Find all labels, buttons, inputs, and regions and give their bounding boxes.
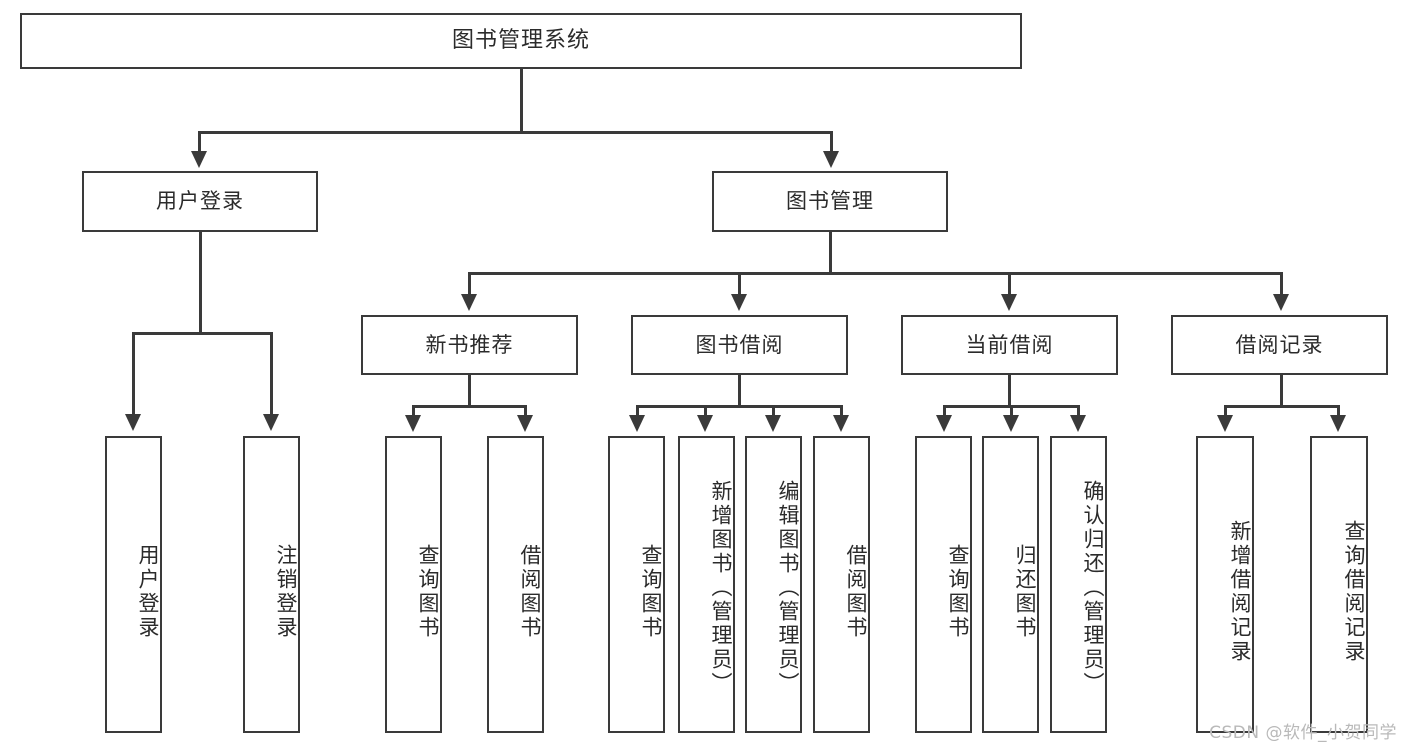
arrowhead-book-borrow-leaf-4 xyxy=(833,415,849,432)
leaf-record-add[interactable]: 新增借阅记录 xyxy=(1196,436,1254,733)
connector-book-borrow-drop-2 xyxy=(704,405,707,417)
connector-level2-bus xyxy=(198,131,832,134)
arrowhead-book-manage xyxy=(823,151,839,168)
leaf-borrow-borrow-book[interactable]: 借阅图书 xyxy=(813,436,870,733)
connector-user-login-drop-2 xyxy=(270,332,273,416)
arrowhead-new-book-leaf-1 xyxy=(405,415,421,432)
arrowhead-current-borrow-leaf-1 xyxy=(936,415,952,432)
arrowhead-book-borrow-leaf-3 xyxy=(765,415,781,432)
arrowhead-book-borrow xyxy=(731,294,747,311)
arrowhead-new-book-leaf-2 xyxy=(517,415,533,432)
connector-current-borrow-drop-1 xyxy=(943,405,946,417)
connector-new-book-stem xyxy=(468,375,471,407)
connector-new-book-drop-1 xyxy=(412,405,415,417)
connector-level2-drop-book-manage xyxy=(830,131,833,153)
leaf-new-book-query[interactable]: 查询图书 xyxy=(385,436,442,733)
connector-new-book-bus xyxy=(412,405,526,408)
leaf-user-login[interactable]: 用户登录 xyxy=(105,436,162,733)
connector-level3-bus xyxy=(468,272,1282,275)
connector-user-login-stem xyxy=(199,232,202,334)
connector-level3-drop-1 xyxy=(468,272,471,296)
connector-level3-drop-4 xyxy=(1280,272,1283,296)
connector-book-borrow-stem xyxy=(738,375,741,407)
arrowhead-current-borrow-leaf-2 xyxy=(1003,415,1019,432)
connector-root-stem xyxy=(520,69,523,133)
connector-new-book-drop-2 xyxy=(524,405,527,417)
csdn-watermark: CSDN @软件_小贺同学 xyxy=(1209,723,1397,743)
connector-user-login-bus xyxy=(132,332,272,335)
connector-level2-drop-user-login xyxy=(198,131,201,153)
node-borrow-record[interactable]: 借阅记录 xyxy=(1171,315,1388,375)
node-root-library-system[interactable]: 图书管理系统 xyxy=(20,13,1022,69)
arrowhead-user-login xyxy=(191,151,207,168)
node-user-login[interactable]: 用户登录 xyxy=(82,171,318,232)
arrowhead-borrow-record-leaf-2 xyxy=(1330,415,1346,432)
connector-borrow-record-stem xyxy=(1280,375,1283,407)
connector-book-borrow-drop-4 xyxy=(840,405,843,417)
connector-borrow-record-drop-2 xyxy=(1337,405,1340,417)
arrowhead-current-borrow xyxy=(1001,294,1017,311)
leaf-logout[interactable]: 注销登录 xyxy=(243,436,300,733)
leaf-borrow-add-book[interactable]: 新增图书（管理员） xyxy=(678,436,735,733)
arrowhead-current-borrow-leaf-3 xyxy=(1070,415,1086,432)
leaf-new-book-borrow[interactable]: 借阅图书 xyxy=(487,436,544,733)
arrowhead-leaf-user-login xyxy=(125,414,141,431)
connector-level3-drop-2 xyxy=(738,272,741,296)
connector-book-borrow-drop-1 xyxy=(636,405,639,417)
connector-level3-drop-3 xyxy=(1008,272,1011,296)
node-new-book-recommend[interactable]: 新书推荐 xyxy=(361,315,578,375)
connector-current-borrow-stem xyxy=(1008,375,1011,407)
connector-user-login-drop-1 xyxy=(132,332,135,416)
arrowhead-book-borrow-leaf-2 xyxy=(697,415,713,432)
connector-book-borrow-drop-3 xyxy=(772,405,775,417)
arrowhead-new-book-recommend xyxy=(461,294,477,311)
arrowhead-borrow-record-leaf-1 xyxy=(1217,415,1233,432)
connector-current-borrow-drop-3 xyxy=(1077,405,1080,417)
connector-borrow-record-bus xyxy=(1224,405,1339,408)
node-book-management[interactable]: 图书管理 xyxy=(712,171,948,232)
leaf-current-query-book[interactable]: 查询图书 xyxy=(915,436,972,733)
connector-book-manage-stem xyxy=(829,232,832,274)
leaf-record-query[interactable]: 查询借阅记录 xyxy=(1310,436,1368,733)
leaf-borrow-edit-book[interactable]: 编辑图书（管理员） xyxy=(745,436,802,733)
node-book-borrow[interactable]: 图书借阅 xyxy=(631,315,848,375)
node-current-borrow[interactable]: 当前借阅 xyxy=(901,315,1118,375)
connector-current-borrow-drop-2 xyxy=(1010,405,1013,417)
arrowhead-book-borrow-leaf-1 xyxy=(629,415,645,432)
leaf-borrow-query-book[interactable]: 查询图书 xyxy=(608,436,665,733)
arrowhead-leaf-logout xyxy=(263,414,279,431)
arrowhead-borrow-record xyxy=(1273,294,1289,311)
connector-book-borrow-bus xyxy=(636,405,842,408)
leaf-current-return-book[interactable]: 归还图书 xyxy=(982,436,1039,733)
leaf-current-confirm-return[interactable]: 确认归还（管理员） xyxy=(1050,436,1107,733)
connector-borrow-record-drop-1 xyxy=(1224,405,1227,417)
